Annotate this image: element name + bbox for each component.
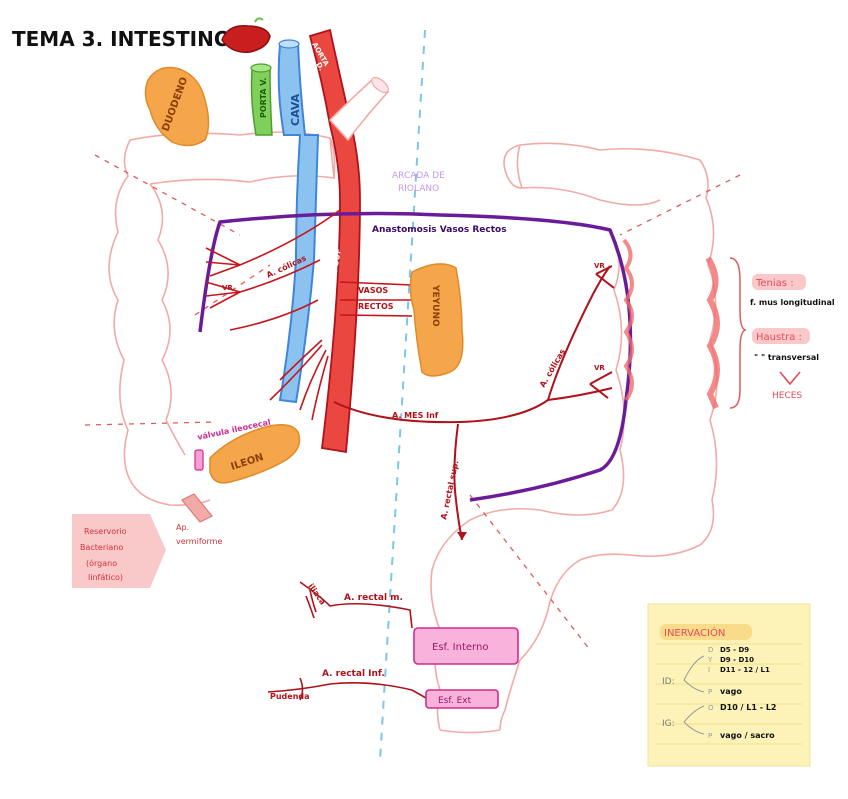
- inervacion-note: INERVACIÓN ID: IG: D D5 - D9 Y D9 - D10 …: [647, 603, 811, 767]
- colic-arteries-left: [205, 209, 341, 331]
- a-rectal-m-label: A. rectal m.: [344, 593, 403, 603]
- anastomosis-arc: [198, 211, 633, 502]
- esf-interno-label: Esf. Interno: [432, 642, 488, 653]
- inervacion-row-3-key: P: [708, 688, 712, 696]
- yeyuno-label: YEYUNO: [430, 284, 440, 327]
- yeyuno-segment: YEYUNO: [409, 263, 464, 377]
- haustra-heading-bg: [752, 328, 810, 344]
- valvula-marker: [194, 449, 204, 471]
- esf-interno-box: [413, 627, 519, 665]
- reservorio-callout: Reservorio Bacteriano (órgano linfático): [72, 514, 166, 588]
- vr-right-top-label: VR: [594, 262, 605, 270]
- appendix-shape: [181, 493, 213, 523]
- liver-icon: [221, 17, 271, 53]
- a-rectal-inf-label: A. rectal Inf.: [322, 669, 385, 679]
- inervacion-row-2-value: D11 - 12 / L1: [720, 666, 770, 674]
- heces-arrow: [779, 371, 801, 386]
- inervacion-row-4-key: O: [708, 704, 714, 712]
- inferior-mesenteric: [333, 265, 615, 541]
- midline-dashed: [379, 29, 426, 761]
- aorta-d-label: D.: [314, 61, 325, 72]
- ap-label-2: vermiforme: [176, 537, 222, 546]
- ileon-segment: ILEON: [209, 424, 301, 484]
- tenias-desc: f. mus longitudinal: [750, 298, 835, 307]
- cava-label: CAVA: [289, 93, 302, 126]
- rectos-label: RECTOS: [358, 302, 394, 311]
- heces-label: HECES: [772, 391, 802, 401]
- vr-left-label: VR: [222, 284, 233, 292]
- a-colicas-right-label: A. cólicas: [537, 347, 567, 389]
- inervacion-row-1-key: Y: [707, 656, 713, 664]
- inervacion-row-0-value: D5 - D9: [720, 646, 749, 654]
- tenias-heading-bg: [752, 274, 806, 290]
- cava-vein: CAVA: [277, 39, 320, 404]
- rectal-sup-arrow: [457, 532, 467, 540]
- vasos-label: VASOS: [358, 286, 388, 295]
- page-title: TEMA 3. INTESTINO: [12, 27, 231, 51]
- esophagus-tube: [328, 76, 390, 142]
- haustra-heading: Haustra :: [756, 332, 802, 343]
- ileal-branches: [269, 339, 329, 421]
- esf-ext-box: [425, 689, 499, 709]
- haustra-wave-outer: [705, 256, 720, 410]
- haustra-wave-inner: [622, 238, 634, 402]
- inervacion-row-2-key: I: [708, 666, 710, 674]
- inervacion-ig-label: IG:: [662, 719, 675, 729]
- inervacion-row-3-value: vago: [720, 687, 742, 696]
- tenias-bracket: [729, 257, 747, 409]
- inervacion-row-4-value: D10 / L1 - L2: [720, 703, 776, 712]
- duodeno-segment: DUODENO: [144, 66, 210, 147]
- porta-label: PORTA V.: [259, 78, 268, 118]
- inervacion-row-0-key: D: [708, 646, 713, 654]
- riolano-label: RIOLANO: [398, 184, 439, 194]
- arcada-label: ARCADA DE: [392, 171, 445, 181]
- inervacion-title: INERVACIÓN: [664, 626, 725, 639]
- vr-right-bottom-label: VR: [594, 364, 605, 372]
- rectal-arteries: [267, 581, 427, 701]
- aorta-artery: AORTA D.: [308, 28, 361, 454]
- reservorio-line-1: Reservorio: [84, 527, 127, 536]
- reservorio-line-3: (órgano: [86, 558, 117, 568]
- vasos-rectos-lines: [339, 281, 413, 317]
- tenias-heading: Tenias :: [755, 278, 794, 289]
- inervacion-row-5-key: P: [708, 732, 712, 740]
- haustra-desc: " " transversal: [754, 353, 819, 362]
- inervacion-row-5-value: vago / sacro: [720, 731, 775, 740]
- pudenda-label: Pudenda: [270, 692, 310, 701]
- reservorio-line-2: Bacteriano: [80, 543, 123, 552]
- porta-vein: PORTA V.: [250, 63, 273, 136]
- inervacion-id-label: ID:: [662, 677, 675, 687]
- anastomosis-label: Anastomosis Vasos Rectos: [372, 225, 507, 235]
- inervacion-row-1-value: D9 - D10: [720, 656, 754, 664]
- ap-label-1: Ap.: [176, 523, 189, 532]
- a-mes-inf-label: A. MES Inf: [392, 411, 439, 420]
- reservorio-line-4: linfático): [88, 573, 123, 582]
- esf-ext-label: Esf. Ext: [438, 696, 472, 706]
